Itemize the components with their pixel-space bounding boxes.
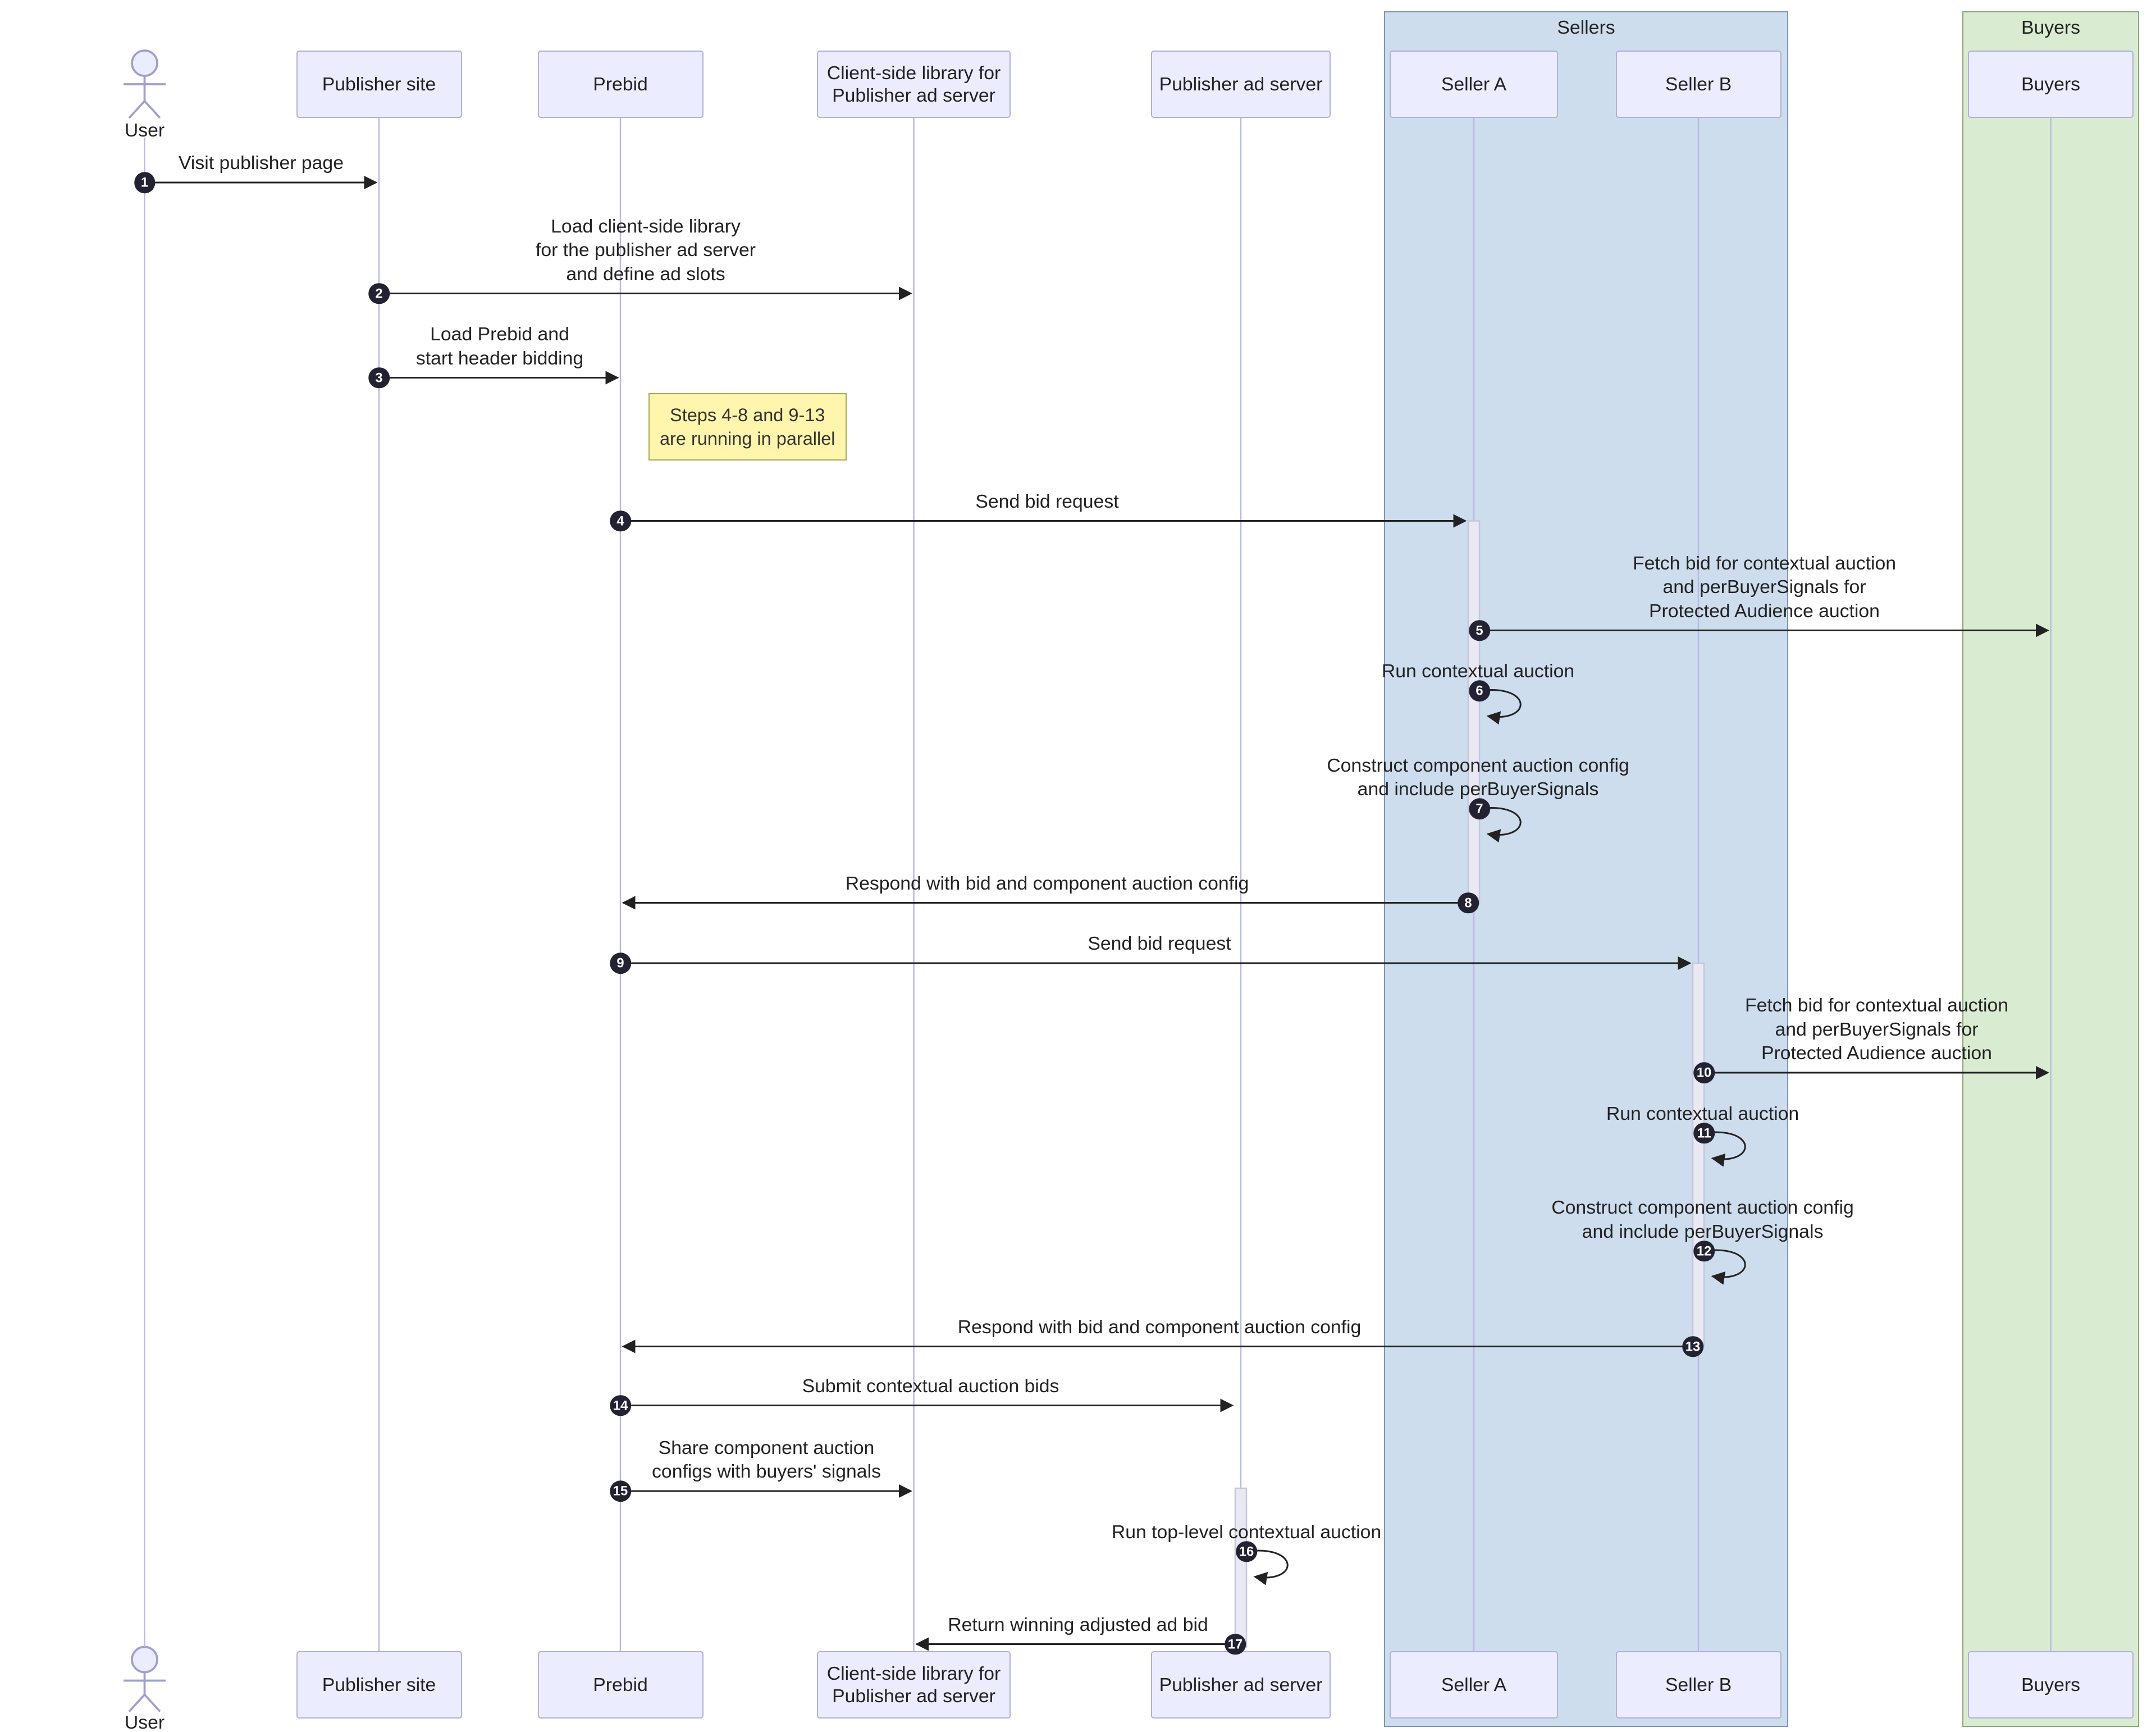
seq-num-17: 17	[1225, 1633, 1246, 1655]
participant-publisher-site-top: Publisher site	[296, 51, 462, 118]
participant-ad-server-bottom: Publisher ad server	[1151, 1651, 1331, 1719]
seq-num-12: 12	[1693, 1240, 1715, 1262]
seq-num-15: 15	[610, 1480, 631, 1502]
seq-num-10: 10	[1693, 1062, 1715, 1083]
seq-num-16: 16	[1236, 1540, 1257, 1562]
message-15-label: Share component auction configs with buy…	[652, 1437, 881, 1483]
message-8-label: Respond with bid and component auction c…	[845, 872, 1249, 894]
user-actor-figure-top	[124, 49, 166, 119]
group-buyers-label: Buyers	[2021, 17, 2081, 38]
seq-num-8: 8	[1458, 892, 1479, 914]
message-1-label: Visit publisher page	[179, 152, 344, 174]
participant-seller-b-bottom: Seller B	[1615, 1651, 1782, 1719]
participant-seller-a-top: Seller A	[1390, 51, 1558, 118]
seq-num-4: 4	[610, 510, 631, 532]
message-16-label: Run top-level contextual auction	[1111, 1521, 1382, 1543]
user-actor-figure-bottom	[124, 1646, 166, 1712]
participant-publisher-site-bottom: Publisher site	[296, 1651, 462, 1719]
user-label-bottom: User	[124, 1711, 165, 1732]
seq-num-14: 14	[610, 1394, 631, 1416]
user-label-top: User	[124, 119, 165, 141]
seq-num-1: 1	[134, 172, 156, 193]
seq-num-6: 6	[1469, 680, 1490, 701]
group-sellers-label: Sellers	[1557, 17, 1615, 38]
seq-num-3: 3	[368, 367, 390, 389]
message-17-label: Return winning adjusted ad bid	[948, 1614, 1208, 1635]
participant-seller-b-top: Seller B	[1615, 51, 1782, 118]
message-12-label: Construct component auction config and i…	[1551, 1197, 1854, 1242]
activation-ad-server	[1234, 1487, 1248, 1648]
seq-num-9: 9	[610, 952, 631, 974]
message-3-label: Load Prebid and start header bidding	[415, 323, 584, 369]
message-6-label: Run contextual auction	[1381, 660, 1575, 682]
participant-seller-a-bottom: Seller A	[1390, 1651, 1558, 1719]
seq-num-7: 7	[1469, 798, 1490, 819]
message-13-label: Respond with bid and component auction c…	[957, 1316, 1362, 1338]
seq-num-2: 2	[368, 282, 390, 304]
note-parallel-steps: Steps 4-8 and 9-13 are running in parall…	[648, 393, 847, 461]
message-14-label: Submit contextual auction bids	[802, 1375, 1059, 1397]
participant-prebid-bottom: Prebid	[537, 1651, 704, 1719]
seq-num-5: 5	[1469, 619, 1490, 641]
message-4-label: Send bid request	[975, 490, 1119, 512]
participant-ad-server-top: Publisher ad server	[1151, 51, 1331, 118]
participant-buyers-top: Buyers	[1968, 51, 2134, 118]
message-10-label: Fetch bid for contextual auction and per…	[1744, 995, 2009, 1064]
message-7-label: Construct component auction config and i…	[1327, 754, 1629, 800]
group-buyers	[1962, 11, 2139, 1727]
message-2-label: Load client-side library for the publish…	[535, 215, 756, 285]
seq-num-11: 11	[1693, 1122, 1715, 1144]
message-5-label: Fetch bid for contextual auction and per…	[1632, 552, 1897, 622]
message-11-label: Run contextual auction	[1606, 1102, 1799, 1124]
participant-client-lib-top: Client-side library for Publisher ad ser…	[817, 51, 1011, 118]
seq-num-13: 13	[1682, 1336, 1703, 1357]
participant-client-lib-bottom: Client-side library for Publisher ad ser…	[817, 1651, 1011, 1719]
group-sellers	[1384, 11, 1788, 1727]
participant-buyers-bottom: Buyers	[1968, 1651, 2134, 1719]
participant-prebid-top: Prebid	[537, 51, 704, 118]
message-9-label: Send bid request	[1088, 933, 1231, 954]
